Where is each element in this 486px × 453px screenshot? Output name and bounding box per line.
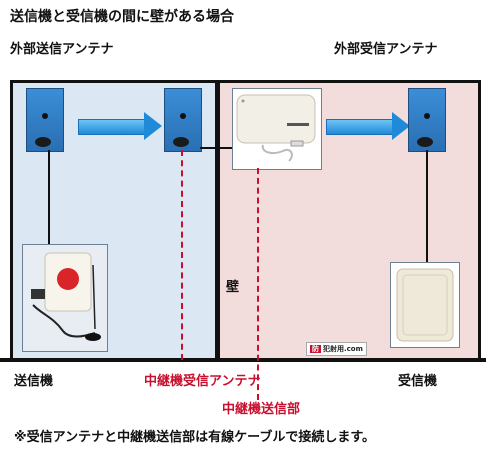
wall-divider	[215, 80, 219, 361]
label-relay-rx-antenna: 中継機受信アンテナ	[144, 374, 261, 389]
tx-antenna-cable	[48, 150, 50, 248]
signal-arrow-2-head-icon	[392, 112, 410, 140]
antenna-base-icon	[417, 137, 433, 147]
antenna-mount-hole-icon	[42, 112, 48, 119]
transmitter-photo	[22, 244, 108, 352]
transmitter-illustration	[31, 252, 101, 341]
label-external-rx-antenna: 外部受信アンテナ	[334, 42, 438, 57]
label-receiver: 受信機	[398, 374, 438, 389]
antenna-mount-hole-icon	[180, 112, 186, 119]
antenna-base-icon	[173, 137, 189, 147]
label-transmitter: 送信機	[14, 374, 54, 389]
antenna-mount-hole-icon	[424, 112, 430, 119]
signal-arrow-1-head-icon	[144, 112, 162, 140]
label-external-tx-antenna: 外部送信アンテナ	[10, 42, 114, 57]
relay-tx-unit-pointer	[257, 168, 259, 400]
relay-rx-antenna-pointer	[181, 150, 183, 360]
label-relay-tx-unit: 中継機送信部	[222, 402, 301, 417]
relay-tx-unit-photo	[232, 88, 322, 170]
floor-line	[0, 358, 486, 362]
external-rx-antenna-photo	[408, 88, 446, 152]
footnote: ※受信アンテナと中継機送信部は有線ケーブルで接続します。	[14, 430, 376, 445]
receiver-illustration	[396, 268, 454, 342]
external-tx-antenna-photo	[26, 88, 64, 152]
antenna-base-icon	[35, 137, 51, 147]
diagram-title: 送信機と受信機の間に壁がある場合	[10, 9, 234, 25]
watermark-text: 犯射用.com	[323, 345, 363, 353]
relay-unit-illustration	[236, 94, 316, 162]
signal-arrow-1-body	[78, 119, 146, 135]
watermark-logo: 防犯射用.com	[306, 342, 367, 356]
signal-arrow-2-body	[326, 119, 394, 135]
label-wall: 壁	[226, 280, 240, 295]
watermark-mark: 防	[310, 345, 321, 353]
relay-cable-horizontal	[200, 147, 232, 149]
receiver-photo	[390, 262, 460, 348]
rx-antenna-cable	[426, 150, 428, 262]
relay-rx-antenna-photo	[164, 88, 202, 152]
